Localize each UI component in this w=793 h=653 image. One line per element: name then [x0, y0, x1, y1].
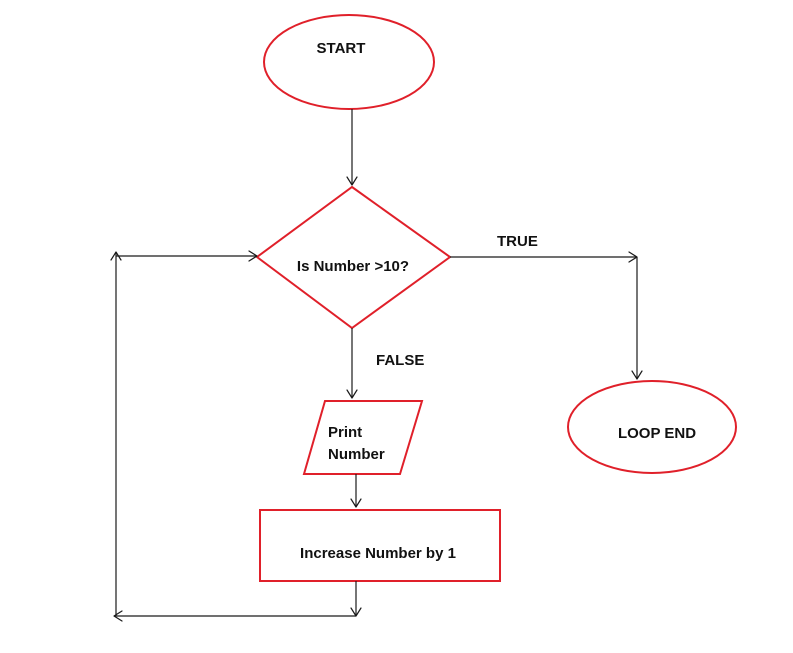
- arrowhead-down-icon: [346, 176, 358, 186]
- false-label: FALSE: [376, 352, 424, 369]
- loop-end-node-label: LOOP END: [618, 425, 696, 442]
- start-node-label: START: [317, 40, 366, 57]
- decision-node: Is Number >10?: [255, 185, 452, 330]
- arrowhead-down-icon: [346, 389, 358, 399]
- edge-print-to-increase: [350, 474, 362, 508]
- edge-false-to-print: FALSE: [346, 328, 424, 399]
- arrowhead-down-icon: [631, 370, 643, 380]
- start-node: START: [263, 14, 435, 110]
- print-node-label-line2: Number: [328, 446, 385, 463]
- arrowhead-down-icon: [350, 498, 362, 508]
- increase-node-label: Increase Number by 1: [300, 545, 456, 562]
- arrowhead-up-icon: [110, 251, 122, 261]
- arrowhead-left-icon: [113, 610, 123, 622]
- loop-end-node: LOOP END: [567, 380, 737, 474]
- increase-node: Increase Number by 1: [259, 509, 501, 582]
- decision-node-label: Is Number >10?: [297, 258, 409, 275]
- edge-true-to-loop-end: TRUE: [450, 233, 643, 380]
- arrowhead-right-icon: [248, 250, 258, 262]
- edge-start-to-decision: [346, 109, 358, 186]
- true-label: TRUE: [497, 233, 538, 250]
- print-node-label-line1: Print: [328, 424, 362, 441]
- edge-loop-back: [110, 250, 362, 622]
- print-node: Print Number: [302, 400, 424, 475]
